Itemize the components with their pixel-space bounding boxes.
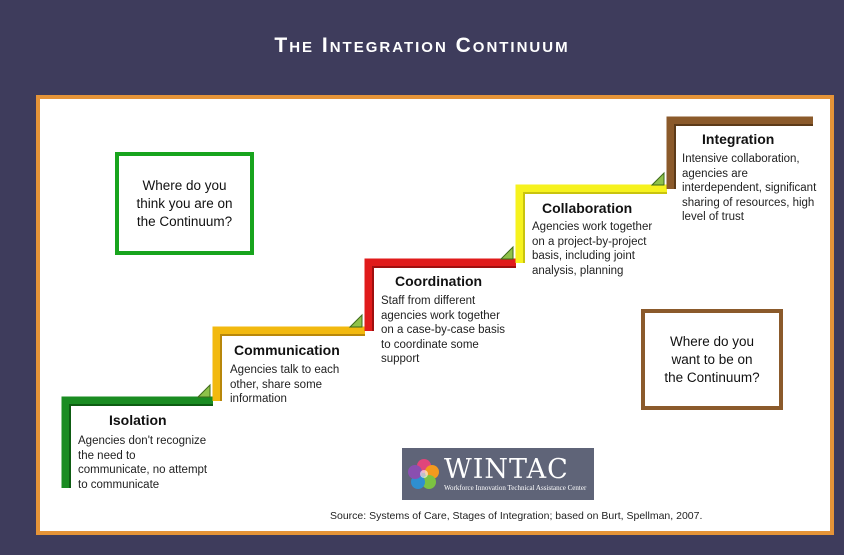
stair-communication xyxy=(212,326,365,401)
diagram-panel: Isolation Agencies don't recognize the n… xyxy=(36,95,834,535)
wintac-flower-icon xyxy=(408,459,439,489)
logo-name: WINTAC xyxy=(444,453,569,485)
stage-desc-communication: Agencies talk to each other, share some … xyxy=(230,364,340,405)
arrow-icon xyxy=(196,383,211,398)
stair-isolation xyxy=(61,396,213,488)
slide-title: The Integration Continuum xyxy=(274,34,570,57)
stage-title-communication: Communication xyxy=(234,342,340,358)
source-citation: Source: Systems of Care, Stages of Integ… xyxy=(330,510,703,522)
callout-desired-position: Where do you want to be on the Continuum… xyxy=(641,309,783,410)
stage-title-coordination: Coordination xyxy=(395,273,483,289)
stage-desc-isolation: Agencies don't recognize the need to com… xyxy=(78,435,208,491)
stage-title-isolation: Isolation xyxy=(109,412,167,428)
callout-current-position: Where do you think you are on the Contin… xyxy=(115,152,254,255)
stair-collaboration xyxy=(515,184,667,263)
staircase-diagram xyxy=(61,116,813,488)
stair-integration xyxy=(666,116,813,189)
wintac-logo: WINTAC Workforce Innovation Technical As… xyxy=(402,448,594,500)
stage-title-collaboration: Collaboration xyxy=(542,200,633,216)
stair-coordination xyxy=(364,258,516,331)
stage-title-integration: Integration xyxy=(702,131,775,147)
arrow-icon xyxy=(348,313,363,328)
arrow-icon xyxy=(499,245,514,260)
stage-desc-collaboration: Agencies work together on a project-by-p… xyxy=(532,221,653,277)
callout-desired-text: Where do you want to be on the Continuum… xyxy=(664,333,760,385)
stage-desc-coordination: Staff from different agencies work toget… xyxy=(381,295,506,365)
stage-desc-integration: Intensive collaboration, agencies are in… xyxy=(682,153,817,223)
arrow-icon xyxy=(650,171,665,186)
callout-current-text: Where do you think you are on the Contin… xyxy=(136,177,233,229)
logo-subtitle: Workforce Innovation Technical Assistanc… xyxy=(444,483,587,492)
